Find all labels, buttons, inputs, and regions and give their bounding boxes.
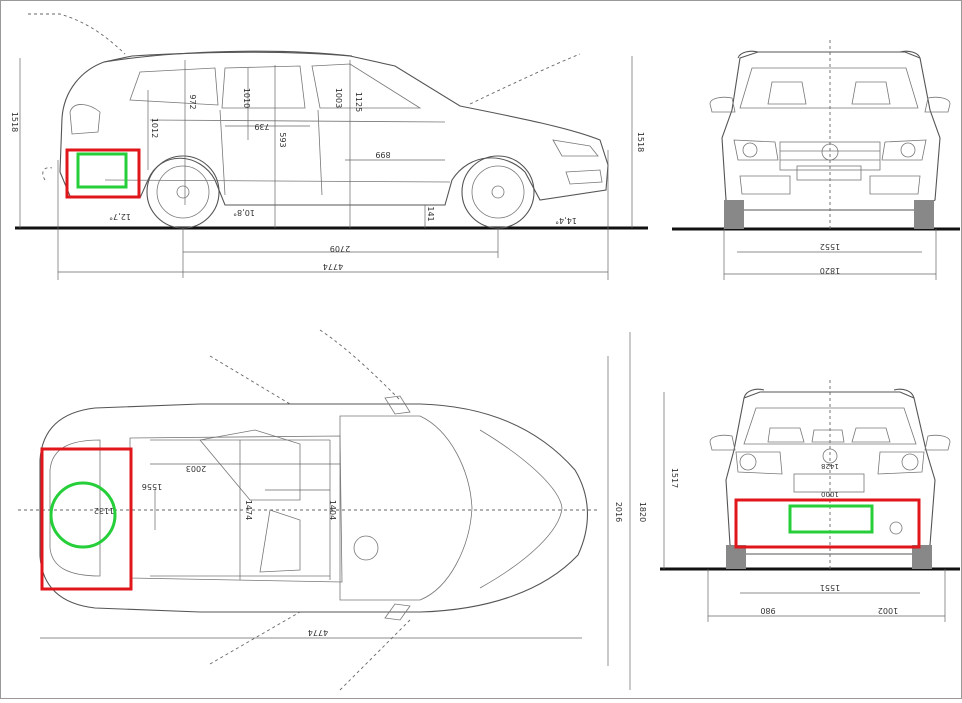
front-width: 1820 bbox=[820, 266, 840, 275]
side-seat-height: 593 bbox=[278, 132, 287, 147]
side-front-overhang-angle: 14,4° bbox=[555, 216, 577, 225]
side-rear-seat: 1012 bbox=[150, 118, 159, 138]
top-width-mirrors: 2016 bbox=[614, 502, 623, 522]
side-height-right: 1518 bbox=[636, 132, 645, 152]
side-interior-length: 899 bbox=[375, 150, 390, 159]
side-cabin-height: 1003 bbox=[334, 88, 343, 108]
top-width-2: 1474 bbox=[244, 500, 253, 520]
top-interior-length: 2003 bbox=[186, 464, 206, 473]
side-rear-headroom: 972 bbox=[188, 94, 197, 109]
side-load-height: 739 bbox=[254, 122, 269, 131]
side-overall-length: 4774 bbox=[323, 262, 343, 271]
red-highlight-top bbox=[40, 447, 133, 591]
green-highlight-rear bbox=[788, 504, 874, 534]
top-width-3: 1404 bbox=[328, 500, 337, 520]
side-wheelbase: 2709 bbox=[330, 244, 350, 253]
red-highlight-side bbox=[65, 148, 141, 199]
side-front-seat-height: 1125 bbox=[354, 92, 363, 112]
red-highlight-rear bbox=[734, 498, 921, 549]
rear-right-half: 1002 bbox=[878, 606, 898, 615]
top-width-overall: 1820 bbox=[638, 502, 647, 522]
top-width-1: 1132 bbox=[94, 506, 114, 515]
side-front-headroom: 1010 bbox=[242, 88, 251, 108]
side-ramp-angle: 10,8° bbox=[233, 208, 255, 217]
green-highlight-top bbox=[49, 481, 117, 549]
top-overall-length: 4774 bbox=[308, 628, 328, 637]
rear-track: 1551 bbox=[820, 583, 840, 592]
rear-view: 1428 1000 1551 1517 980 1002 bbox=[660, 380, 960, 622]
side-rear-overhang-angle: 12,7° bbox=[109, 212, 131, 221]
top-view: 4774 2003 1556 1132 1474 1404 2016 1820 bbox=[18, 329, 647, 691]
green-highlight-side bbox=[76, 152, 128, 189]
side-ground-clearance: 141 bbox=[426, 206, 435, 221]
rear-left-half: 980 bbox=[760, 606, 775, 615]
front-track: 1552 bbox=[820, 242, 840, 251]
front-view: 1552 1820 bbox=[672, 40, 960, 280]
side-overall-height: 1518 bbox=[10, 112, 19, 132]
top-load-width: 1556 bbox=[142, 482, 162, 491]
rear-height: 1517 bbox=[670, 468, 679, 488]
side-view: 4774 2709 1518 12,7° 14,4° 10,8° 141 972… bbox=[10, 13, 648, 280]
